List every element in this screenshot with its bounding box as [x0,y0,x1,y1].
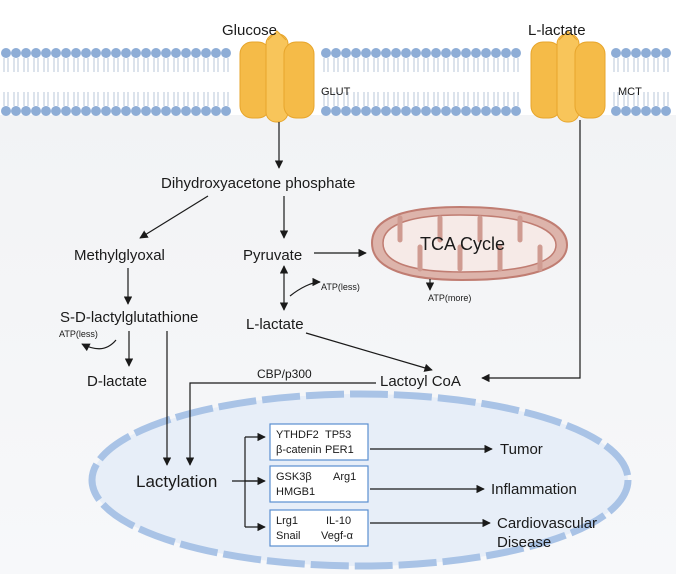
cbp-p300-label: CBP/p300 [257,367,312,381]
pathway-arrows [81,120,581,532]
box-2-item-2: Arg1 [333,471,356,483]
mitochondrion [370,205,569,282]
atp-more-label: ATP(more) [428,293,471,303]
box-3-item-1: Lrg1 [276,515,298,527]
box-2-item-3: HMGB1 [276,486,315,498]
pyruvate-label: Pyruvate [243,247,302,264]
atp-less-sdlg-label: ATP(less) [59,329,98,339]
cell-membrane [1,48,671,116]
glucose-label: Glucose [222,22,277,39]
arrow-mct-to-lactoyl-coa [481,120,581,383]
arrow-lactoyl-coa-to-lactylation [185,382,376,466]
protein-box-1: YTHDF2 TP53 β-catenin PER1 [269,423,369,461]
d-lactate-label: D-lactate [87,373,147,390]
tumor-label: Tumor [500,441,543,458]
disease-label: Disease [497,534,551,551]
box-3-item-3: Snail [276,530,300,542]
arrow-atp-less-sdlg [81,339,117,352]
mct-label: MCT [618,86,642,98]
box-1-item-2: TP53 [325,429,351,441]
lactoyl-coa-label: Lactoyl CoA [380,373,461,390]
protein-box-3: Lrg1 IL-10 Snail Vegf-α [269,509,369,547]
lactylation-label: Lactylation [136,472,217,491]
box-3-item-2: IL-10 [326,515,351,527]
mct-transporter [530,30,606,123]
box-2-item-1: GSK3β [276,471,312,483]
box-3-item-4: Vegf-α [321,530,354,542]
glut-transporter [239,30,315,123]
box-1-item-1: YTHDF2 [276,429,319,441]
arrow-atp-less-pyruvate [289,277,321,297]
dhap-label: Dihydroxyacetone phosphate [161,175,355,192]
s-d-lactylglutathione-label: S-D-lactylglutathione [60,309,198,326]
protein-box-2: GSK3β Arg1 HMGB1 [269,465,369,503]
arrow-dhap-to-methylglyoxal [139,195,209,239]
l-lactate-label: L-lactate [246,316,304,333]
arrow-l-lactate-to-lactoyl-coa [305,332,433,372]
atp-less-pyruvate-label: ATP(less) [321,282,360,292]
inflammation-label: Inflammation [491,481,577,498]
methylglyoxal-label: Methylglyoxal [74,247,165,264]
glut-label: GLUT [321,86,351,98]
cardiovascular-label: Cardiovascular [497,515,597,532]
l-lactate-extracellular-label: L-lactate [528,22,586,39]
tca-cycle-label: TCA Cycle [420,234,505,254]
box-1-item-4: PER1 [325,444,354,456]
box-1-item-3: β-catenin [276,444,321,456]
